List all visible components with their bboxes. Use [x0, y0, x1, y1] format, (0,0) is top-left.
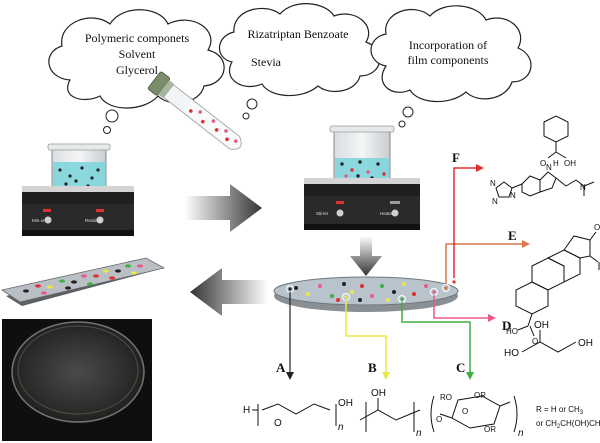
label-e: E — [508, 228, 517, 243]
label-b: B — [368, 360, 377, 375]
cloud-3-line-1: Incorporation of — [409, 38, 487, 52]
structure-c-cellulose: RO OR OR O O n — [430, 391, 524, 439]
structure-f-benzoic-acid: O OH — [540, 115, 576, 168]
cell-or-2: OR — [484, 425, 496, 434]
structure-d-glycerol: HO OH OH — [504, 320, 593, 359]
r-legend-1-sub: 3 — [580, 410, 584, 416]
cell-o-ring: O — [462, 407, 468, 416]
leader-b: B — [345, 300, 390, 380]
cloud-2: Rizatriptan Benzoate Stevia — [218, 3, 381, 120]
stirrer-1-label-left: Min-on — [32, 218, 46, 223]
riz-h: H — [553, 159, 559, 168]
peg-n: n — [338, 422, 344, 433]
r-legend-2: or CH — [536, 419, 557, 428]
leader-f: F — [452, 150, 484, 278]
beaker-1-particles — [58, 166, 100, 188]
label-d: D — [502, 318, 511, 333]
pva-n: n — [416, 428, 422, 439]
riz-nh: N — [546, 163, 552, 172]
leader-c: C — [401, 302, 474, 380]
stirrer-2-label-right: Heater — [380, 211, 394, 216]
peg-o: O — [274, 418, 282, 429]
structure-a-peg: H O OH n — [243, 398, 353, 433]
label-f: F — [452, 150, 460, 165]
cell-or-1: OR — [474, 391, 486, 400]
r-legend-2-sub: 2 — [557, 424, 561, 430]
riz-n2: N — [492, 197, 498, 206]
stirrer-2-label-left: Stirrer — [316, 211, 329, 216]
cloud-1-line-2: Solvent — [119, 47, 156, 61]
svg-text:or CH2CH(OH)CH3: or CH2CH(OH)CH3 — [536, 419, 600, 430]
peg-h: H — [243, 405, 250, 416]
structure-f-rizatriptan: N N N N H N — [490, 159, 595, 206]
benz-oh: OH — [564, 159, 576, 168]
peg-oh: OH — [338, 398, 353, 409]
riz-nme: N — [580, 183, 586, 192]
cloud-2-line-2: Stevia — [251, 55, 282, 69]
cloud-1: Polymeric componets Solvent Glycerol — [48, 9, 225, 134]
cell-ro: RO — [440, 393, 452, 402]
stev-ho: HO — [506, 327, 518, 336]
structure-b-pva: OH n — [359, 388, 422, 439]
cloud-3-line-2: film components — [408, 53, 489, 67]
leader-d: D — [433, 295, 511, 333]
stev-o: O — [532, 337, 538, 346]
riz-n3: N — [510, 191, 516, 200]
cloud-1-line-3: Glycerol — [116, 63, 159, 77]
stirrer-1-label-right: Residue — [85, 218, 102, 223]
label-a: A — [276, 360, 286, 375]
gly-ho: HO — [504, 348, 519, 359]
r-legend-1: R = H or CH — [536, 405, 580, 414]
cloud-1-line-1: Polymeric componets — [85, 31, 190, 45]
leader-a: A — [276, 292, 294, 380]
cloud-3: Incorporation of film components — [370, 5, 532, 128]
arrow-right — [185, 184, 262, 232]
film-strip — [0, 257, 166, 306]
arrow-down — [350, 236, 382, 276]
test-tube — [147, 71, 242, 150]
petri-dish-photo — [2, 319, 152, 441]
cloud-2-line-1: Rizatriptan Benzoate — [248, 27, 349, 41]
cellulose-r-legend: R = H or CH3 or CH2CH(OH)CH3 — [536, 405, 600, 430]
cell-n: n — [518, 428, 524, 439]
structure-e-stevia: OH HO O — [506, 223, 600, 346]
benz-o: O — [540, 159, 546, 168]
arrow-left — [190, 268, 268, 316]
r-legend-2-rest: CH(OH)CH — [560, 419, 600, 428]
label-c: C — [456, 360, 465, 375]
dish-particles — [294, 282, 428, 302]
magnetic-stirrer-2: Stirrer Heater — [304, 125, 420, 230]
gly-oh-mid: OH — [534, 320, 549, 331]
magnetic-stirrer-1: Min-on Residue — [22, 143, 134, 236]
casting-dish — [273, 276, 459, 312]
leader-e: E — [445, 228, 530, 284]
pva-oh: OH — [371, 388, 386, 399]
stev-oh: OH — [594, 223, 600, 232]
cell-o-link: O — [436, 415, 442, 424]
riz-n1: N — [490, 179, 496, 188]
svg-text:R = H or CH3: R = H or CH3 — [536, 405, 584, 416]
gly-oh-end: OH — [578, 338, 593, 349]
